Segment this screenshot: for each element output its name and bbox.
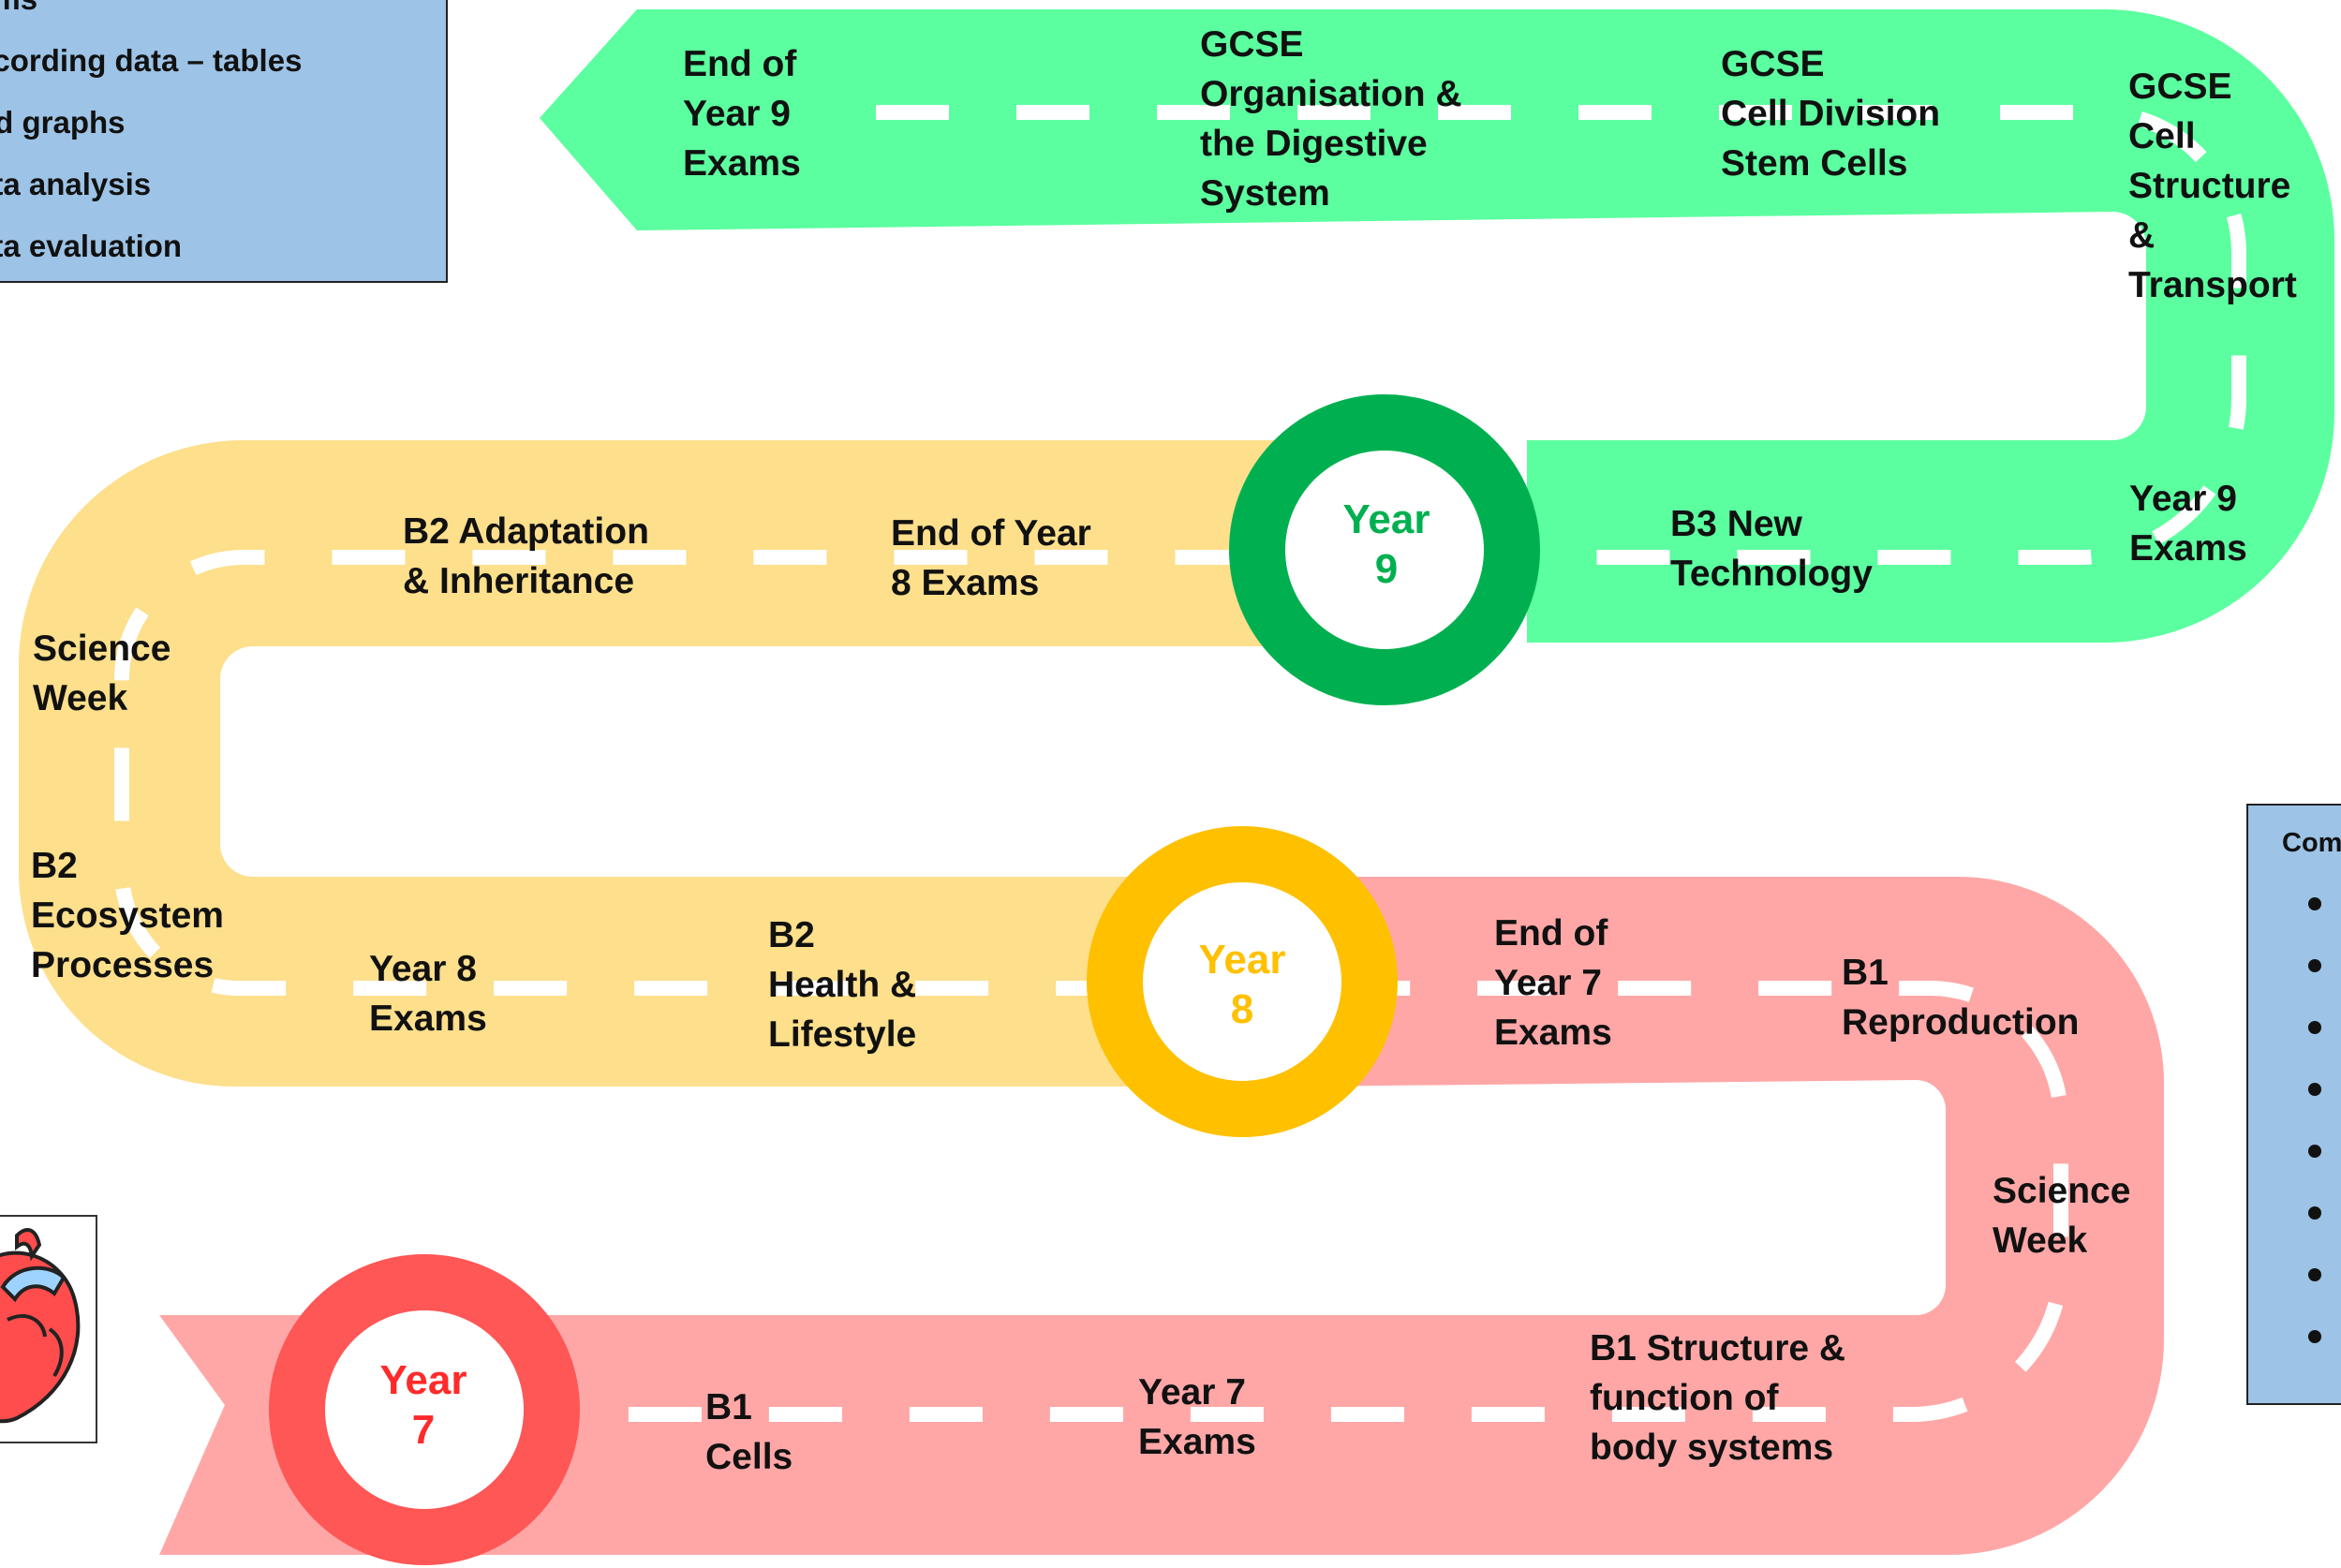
milestone-b2-health: B2 Health & Lifestyle bbox=[768, 915, 917, 1055]
skills-item: ams bbox=[0, 0, 446, 30]
skills-item: ecording data – tables bbox=[0, 43, 303, 78]
bullet bbox=[2308, 1021, 2321, 1034]
milestone-science-week-y8: Science Week bbox=[33, 629, 171, 718]
year-9-ring bbox=[1229, 394, 1540, 705]
skills-box: ams ecording data – tables nd graphs ata… bbox=[0, 0, 448, 283]
milestone-year-9-exams: Year 9 Exams bbox=[2129, 479, 2247, 569]
year-7-label: Year 7 bbox=[379, 1357, 467, 1453]
milestone-year-7-exams: Year 7 Exams bbox=[1138, 1372, 1256, 1462]
year-8-label: Year 8 bbox=[1198, 937, 1286, 1032]
milestone-gcse-cell-structure: GCSE Cell Structure & Transport bbox=[2128, 67, 2297, 305]
bullet bbox=[2308, 1268, 2321, 1281]
milestone-end-of-year-8-exams: End of Year 8 Exams bbox=[891, 513, 1091, 603]
year-8-ring bbox=[1087, 826, 1398, 1137]
milestone-year-8-exams: Year 8 Exams bbox=[369, 949, 487, 1039]
skills-item: ata evaluation bbox=[0, 229, 183, 263]
milestone-b2-adaptation: B2 Adaptation & Inheritance bbox=[403, 511, 649, 601]
bullet bbox=[2308, 1145, 2321, 1158]
milestone-end-of-year-9-exams: End of Year 9 Exams bbox=[683, 44, 801, 184]
milestone-b1-cells: B1 Cells bbox=[705, 1387, 793, 1477]
milestone-b2-ecosystem: B2 Ecosystem Processes bbox=[31, 846, 224, 985]
bullet bbox=[2308, 1330, 2321, 1343]
year-9-label: Year 9 bbox=[1342, 496, 1430, 592]
skills-item: nd graphs bbox=[0, 105, 126, 140]
heart-icon bbox=[0, 1228, 81, 1424]
milestone-gcse-cell-division: GCSE Cell Division Stem Cells bbox=[1721, 44, 1941, 184]
bullet bbox=[2308, 1083, 2321, 1096]
command-words-bullets bbox=[2308, 897, 2321, 1392]
milestone-b1-reproduction: B1 Reproduction bbox=[1842, 953, 2080, 1043]
milestone-b1-structure: B1 Structure & function of body systems bbox=[1590, 1328, 1846, 1468]
milestone-gcse-organisation: GCSE Organisation & the Digestive System bbox=[1200, 24, 1462, 214]
heart-illustration-frame bbox=[0, 1215, 97, 1443]
command-words-title: Com bbox=[2282, 828, 2341, 858]
command-words-box: Com bbox=[2246, 804, 2341, 1405]
milestone-science-week-y7: Science Week bbox=[1993, 1171, 2131, 1261]
bullet bbox=[2308, 959, 2321, 972]
year-8-road bbox=[19, 440, 1349, 1087]
year-9-road bbox=[540, 9, 2334, 643]
road-dashes bbox=[114, 105, 2246, 1422]
bullet bbox=[2308, 897, 2321, 910]
skills-list: ams ecording data – tables nd graphs ata… bbox=[0, 0, 446, 277]
bullet bbox=[2308, 1206, 2321, 1220]
milestone-end-of-year-7-exams: End of Year 7 Exams bbox=[1494, 913, 1612, 1053]
skills-item: ata analysis bbox=[0, 167, 152, 201]
year-7-road bbox=[159, 877, 2164, 1555]
year-7-ring bbox=[269, 1254, 580, 1565]
milestone-b3-new-technology: B3 New Technology bbox=[1670, 504, 1873, 594]
